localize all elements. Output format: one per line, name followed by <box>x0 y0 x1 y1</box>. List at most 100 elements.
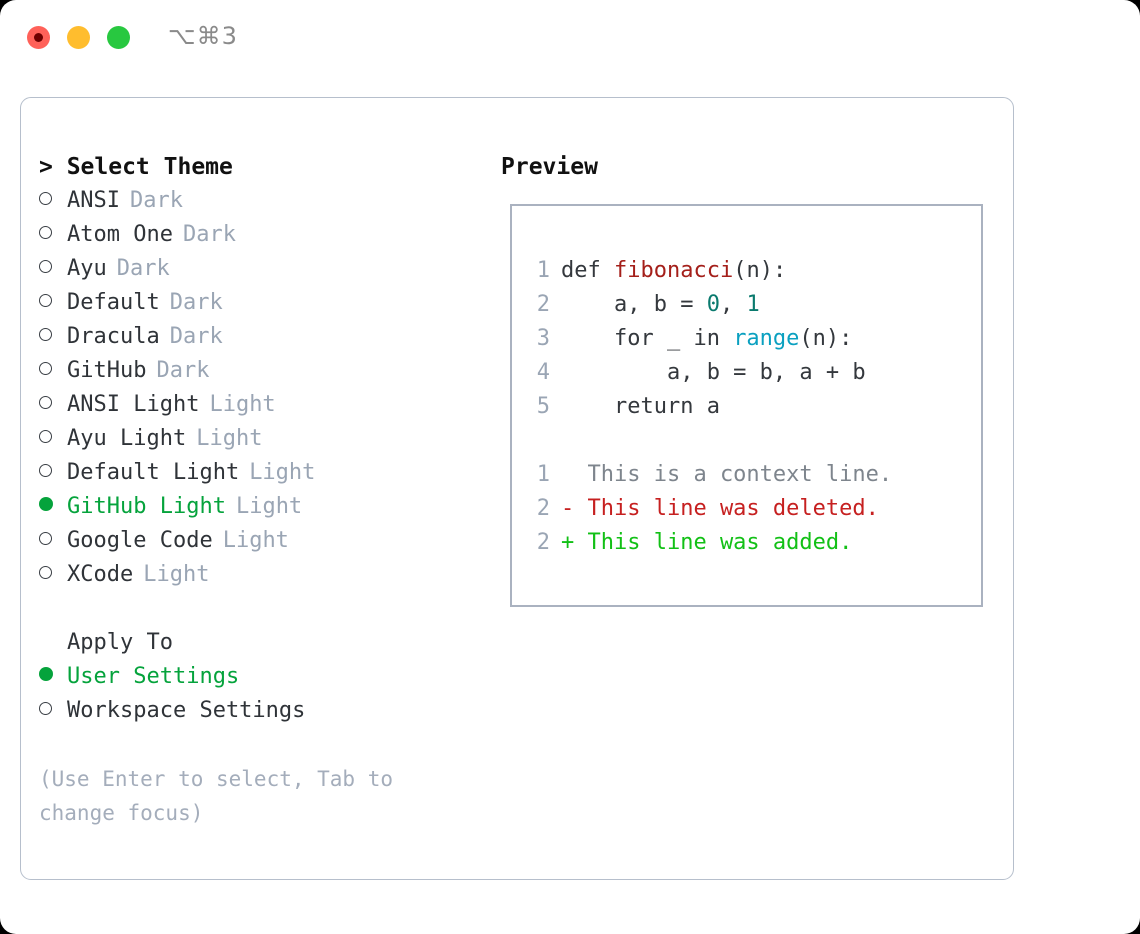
select-theme-heading: > Select Theme <box>39 154 233 180</box>
code-token-num: 0 <box>706 292 720 317</box>
option-label: Ayu <box>67 256 107 281</box>
theme-option[interactable]: ANSI Dark <box>39 184 479 218</box>
theme-option[interactable]: GitHub Light Light <box>39 490 479 524</box>
option-variant-tag: Dark <box>169 290 223 315</box>
option-label: Default <box>67 290 160 315</box>
code-token-plain: , <box>719 292 747 317</box>
theme-option[interactable]: Ayu Dark <box>39 252 479 286</box>
code-line-number: 4 <box>536 360 550 385</box>
diff-line: 2- This line was deleted. <box>526 492 975 526</box>
code-token-num: 1 <box>746 292 760 317</box>
code-token-plain: (n): <box>733 258 787 283</box>
preview-heading: Preview <box>501 154 598 180</box>
radio-unselected-icon[interactable] <box>39 320 67 354</box>
window-titlebar: ⌥⌘3 <box>0 0 1140 78</box>
option-label: ANSI Light <box>67 392 200 417</box>
option-label: Workspace Settings <box>67 698 306 723</box>
option-variant-tag: Light <box>209 392 276 417</box>
diff-line-number: 2 <box>536 530 550 555</box>
radio-unselected-icon[interactable] <box>39 388 67 422</box>
option-label: Atom One <box>67 222 173 247</box>
code-diff-separator <box>526 424 975 458</box>
code-token-plain: a, b = <box>561 292 707 317</box>
option-variant-tag: Dark <box>169 324 223 349</box>
radio-selected-icon[interactable] <box>39 660 67 694</box>
code-line-number: 3 <box>536 326 550 351</box>
apply-to-option[interactable]: Workspace Settings <box>39 694 479 728</box>
theme-option[interactable]: XCode Light <box>39 558 479 592</box>
minimize-button[interactable] <box>67 26 90 49</box>
code-line-number: 1 <box>536 258 550 283</box>
option-label: Default Light <box>67 460 240 485</box>
radio-unselected-icon[interactable] <box>39 524 67 558</box>
option-variant-tag: Light <box>143 562 210 587</box>
radio-unselected-icon[interactable] <box>39 558 67 592</box>
diff-line-number: 1 <box>536 462 550 487</box>
option-label: Ayu Light <box>67 426 187 451</box>
diff-line-text-add: + This line was added. <box>561 530 853 555</box>
close-icon <box>34 33 43 42</box>
option-variant-tag: Light <box>196 426 263 451</box>
apply-to-option[interactable]: User Settings <box>39 660 479 694</box>
option-label: User Settings <box>67 664 240 689</box>
option-variant-tag: Dark <box>156 358 210 383</box>
radio-unselected-icon[interactable] <box>39 252 67 286</box>
option-variant-tag: Dark <box>116 256 170 281</box>
radio-unselected-icon[interactable] <box>39 422 67 456</box>
radio-unselected-icon[interactable] <box>39 218 67 252</box>
code-token-plain: (n): <box>799 326 853 351</box>
theme-option[interactable]: Dracula Dark <box>39 320 479 354</box>
code-token-plain: return a <box>561 394 720 419</box>
theme-option[interactable]: Atom One Dark <box>39 218 479 252</box>
option-variant-tag: Light <box>222 528 289 553</box>
keyboard-shortcut-label: ⌥⌘3 <box>168 22 238 50</box>
option-label: Dracula <box>67 324 160 349</box>
keyboard-hint-text: (Use Enter to select, Tab to change focu… <box>39 767 406 825</box>
radio-unselected-icon[interactable] <box>39 456 67 490</box>
option-label: ANSI <box>67 188 120 213</box>
option-label: GitHub <box>67 358 147 383</box>
code-line-number: 2 <box>536 292 550 317</box>
code-line: 3 for _ in range(n): <box>526 322 975 356</box>
radio-selected-icon[interactable] <box>39 490 67 524</box>
option-variant-tag: Dark <box>182 222 236 247</box>
radio-unselected-icon[interactable] <box>39 286 67 320</box>
apply-to-spacer <box>39 626 67 660</box>
theme-option[interactable]: Ayu Light Light <box>39 422 479 456</box>
option-variant-tag: Light <box>235 494 303 519</box>
code-line: 5 return a <box>526 390 975 424</box>
theme-option[interactable]: GitHub Dark <box>39 354 479 388</box>
code-line: 1 def fibonacci(n): <box>526 254 975 288</box>
code-token-plain: a, b = b, a + b <box>561 360 866 385</box>
radio-unselected-icon[interactable] <box>39 184 67 218</box>
option-variant-tag: Dark <box>129 188 183 213</box>
option-label: Google Code <box>67 528 213 553</box>
theme-option[interactable]: ANSI Light Light <box>39 388 479 422</box>
option-label: XCode <box>67 562 134 587</box>
code-token-call: range <box>733 326 800 351</box>
code-token-plain: def <box>561 258 614 283</box>
diff-line-text-del: - This line was deleted. <box>561 496 879 521</box>
diff-line: 1 This is a context line. <box>526 458 975 492</box>
option-label: GitHub Light <box>67 494 226 519</box>
theme-option[interactable]: Google Code Light <box>39 524 479 558</box>
maximize-button[interactable] <box>107 26 130 49</box>
diff-line-text-ctx: This is a context line. <box>561 462 893 487</box>
code-line: 4 a, b = b, a + b <box>526 356 975 390</box>
diff-line: 2 + This line was added. <box>526 526 975 560</box>
radio-unselected-icon[interactable] <box>39 354 67 388</box>
code-token-func: fibonacci <box>613 258 734 283</box>
apply-to-heading: Apply To <box>39 626 479 660</box>
code-token-plain: for _ in <box>561 326 734 351</box>
radio-unselected-icon[interactable] <box>39 694 67 728</box>
theme-option[interactable]: Default Dark <box>39 286 479 320</box>
